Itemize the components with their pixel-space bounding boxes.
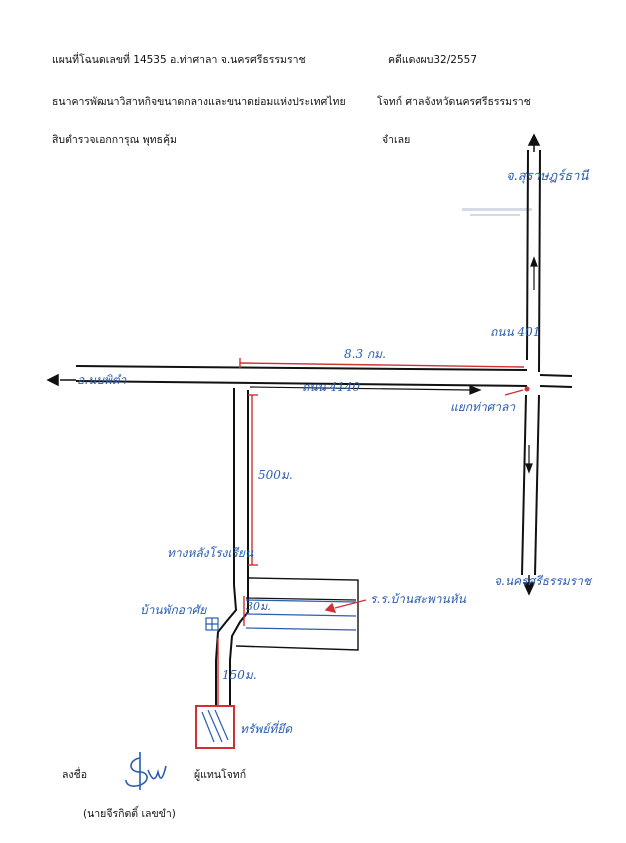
defendant-role: จำเลย <box>382 134 411 146</box>
defendant-name: สิบตำรวจเอกการุณ พุทธคุ้ม <box>52 134 177 146</box>
north-destination-label: จ.สุราษฎร์ธานี <box>506 169 589 184</box>
school-pointer-arrow <box>324 599 367 613</box>
house-label: บ้านพักอาศัย <box>140 603 207 617</box>
highway-401-road <box>521 149 541 576</box>
distance-500m-line <box>248 394 258 566</box>
highway-direction-arrow <box>525 256 538 474</box>
road-4140-label: ถนน 4140 <box>302 380 361 394</box>
junction-marker-icon <box>504 386 530 396</box>
branch-road <box>215 388 249 705</box>
branch-road-label: ทางหลังโรงเรียน <box>167 546 254 560</box>
smudge-mark <box>462 208 532 216</box>
distance-83km-label: 8.3 กม. <box>344 347 386 361</box>
road-4140 <box>75 365 573 388</box>
west-arrow <box>46 373 76 387</box>
plaintiff-role: โจทก์ ศาลจังหวัดนครศรีธรรมราช <box>377 96 531 108</box>
school-compound <box>235 577 359 651</box>
south-destination-label: จ.นครศรีธรรมราช <box>494 574 592 588</box>
school-label: ร.ร.บ้านสะพานหัน <box>370 592 466 606</box>
property-label: ทรัพย์ที่ยึด <box>240 722 293 736</box>
south-arrow <box>522 575 536 596</box>
house-icon <box>205 617 219 631</box>
signature-mark <box>125 752 167 790</box>
junction-label: แยกท่าศาลา <box>450 400 516 414</box>
north-arrow <box>527 133 541 152</box>
highway-401-label: ถนน 401 <box>490 325 541 339</box>
representative-label: ผู้แทนโจทก์ <box>194 769 247 781</box>
sign-label: ลงชื่อ <box>62 769 87 781</box>
side-distance-label: 30ม. <box>246 600 271 613</box>
distance-83km-line <box>239 358 525 368</box>
plaintiff-name: ธนาคารพัฒนาวิสาหกิจขนาดกลางและขนาดย่อมแห… <box>52 96 346 108</box>
seized-property-box <box>195 705 235 749</box>
distance-500m-label: 500ม. <box>258 468 293 482</box>
road-direction-arrow <box>249 385 482 395</box>
case-number: คดีแดงผบ32/2557 <box>388 54 477 66</box>
west-destination-label: อ.นบพิตำ <box>77 373 127 387</box>
distance-150m-label: 150ม. <box>222 668 257 682</box>
signer-name: (นายจีรกิตติ์ เลขขำ) <box>83 808 176 820</box>
deed-line: แผนที่โฉนดเลขที่ 14535 อ.ท่าศาลา จ.นครศร… <box>52 54 306 66</box>
